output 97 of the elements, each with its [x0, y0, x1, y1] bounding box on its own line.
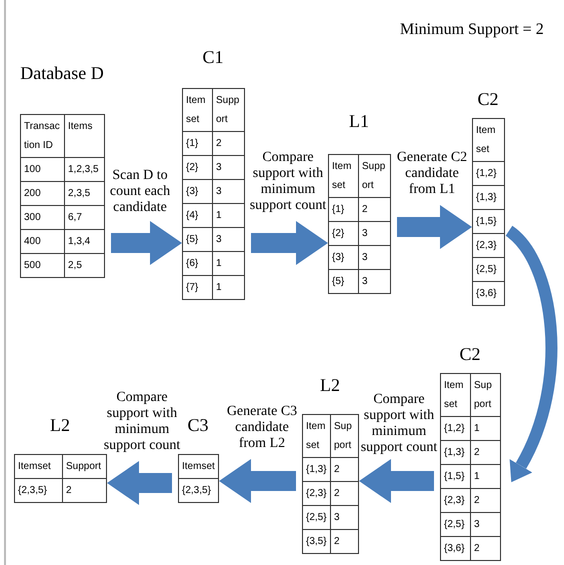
table-heading: C1: [201, 46, 224, 68]
header-cell: Transaction ID: [20, 114, 64, 158]
table-cell: 2: [470, 440, 500, 464]
table-cell: {2,3,5}: [178, 478, 218, 502]
table-cell: {1}: [182, 132, 212, 156]
curved-arrow: [505, 226, 558, 483]
table-cell: {2}: [182, 156, 212, 180]
header-cell: Support: [470, 374, 500, 416]
table-cell: {2,5}: [472, 258, 504, 282]
table-cell: 3: [212, 156, 244, 180]
table-heading: C2: [458, 343, 482, 365]
header-cell: Items: [64, 114, 104, 158]
table-cell: 3: [212, 180, 244, 204]
table-cell: {2,3}: [472, 234, 504, 258]
header-cell: Support: [358, 154, 390, 198]
table-cell: 6,7: [64, 206, 104, 230]
table-cell: {2,3,5}: [14, 478, 62, 502]
table-cell: {1,2}: [472, 162, 504, 186]
table-cell: {2,3}: [440, 488, 470, 512]
table-cell: 1,2,3,5: [64, 158, 104, 182]
table-cell: 3: [212, 228, 244, 252]
block-arrow: [219, 459, 296, 503]
table-cell: 300: [20, 206, 64, 230]
edge-label: Compare support with minimum support count: [248, 150, 328, 214]
table-cell: 3: [358, 222, 390, 246]
header-cell: Itemset: [14, 454, 62, 478]
header-cell: Support: [212, 88, 244, 132]
block-arrow: [251, 221, 328, 265]
table-cell: 1: [212, 252, 244, 276]
table-cell: 2: [358, 198, 390, 222]
table-heading: Database D: [20, 62, 104, 84]
table-cell: 500: [20, 254, 64, 278]
table-cell: 2: [62, 478, 106, 502]
table-cell: {3}: [182, 180, 212, 204]
table-cell: {2,3}: [302, 482, 330, 506]
table-cell: 400: [20, 230, 64, 254]
header-cell: Item set: [182, 88, 212, 132]
table-cell: {1,3}: [440, 440, 470, 464]
table-cell: 2,3,5: [64, 182, 104, 206]
table-cell: {2,5}: [302, 506, 330, 530]
header-cell: Item set: [440, 374, 470, 416]
table-cell: {1}: [328, 198, 358, 222]
table-cell: {7}: [182, 276, 212, 300]
table-cell: 1: [212, 204, 244, 228]
table-cell: 1: [470, 464, 500, 488]
block-arrow: [397, 205, 472, 249]
table-cell: {5}: [182, 228, 212, 252]
table-cell: 200: [20, 182, 64, 206]
header-cell: Support: [330, 414, 358, 458]
table-cell: 100: [20, 158, 64, 182]
table-cell: 2: [470, 488, 500, 512]
table-heading: L2: [319, 374, 341, 396]
header-cell: Item set: [328, 154, 358, 198]
table-cell: {1,3}: [472, 186, 504, 210]
header-cell: Support: [62, 454, 106, 478]
table-cell: {5}: [328, 270, 358, 294]
edge-label: Generate C3 candidate from L2: [226, 404, 298, 452]
edge-label: Compare support with minimum support count: [102, 390, 182, 454]
table-cell: {1,5}: [472, 210, 504, 234]
table-heading: L2: [49, 414, 71, 436]
edge-label: Scan D to count each candidate: [108, 168, 172, 216]
table-cell: 3: [330, 506, 358, 530]
table-cell: {1,2}: [440, 416, 470, 440]
table-cell: 3: [358, 246, 390, 270]
table-cell: {1,5}: [440, 464, 470, 488]
table-heading: C2: [476, 88, 500, 110]
table-cell: 1: [212, 276, 244, 300]
table-cell: {6}: [182, 252, 212, 276]
edge-label: Generate C2 candidate from L1: [396, 150, 468, 198]
block-arrow: [111, 221, 182, 265]
table-cell: 1,3,4: [64, 230, 104, 254]
block-arrow: [107, 461, 172, 505]
block-arrow: [359, 459, 434, 503]
table-cell: 2: [330, 458, 358, 482]
table-cell: {3}: [328, 246, 358, 270]
header-cell: Itemset: [178, 454, 218, 478]
table-cell: 2: [212, 132, 244, 156]
table-cell: 2: [470, 536, 500, 560]
table-cell: 3: [358, 270, 390, 294]
table-cell: 2: [330, 482, 358, 506]
table-cell: 3: [470, 512, 500, 536]
header-cell: Item set: [472, 118, 504, 162]
table-cell: {2,5}: [440, 512, 470, 536]
table-cell: 2: [330, 530, 358, 554]
table-cell: {3,6}: [472, 282, 504, 306]
table-cell: 2,5: [64, 254, 104, 278]
table-cell: {3,6}: [440, 536, 470, 560]
edge-label: Compare support with minimum support count: [360, 392, 438, 456]
table-cell: {2}: [328, 222, 358, 246]
table-heading: L1: [348, 110, 370, 132]
table-heading: C3: [186, 414, 210, 436]
table-cell: {1,3}: [302, 458, 330, 482]
table-cell: {3,5}: [302, 530, 330, 554]
table-cell: {4}: [182, 204, 212, 228]
note-text: Minimum Support = 2: [400, 22, 544, 38]
header-cell: Item set: [302, 414, 330, 458]
table-cell: 1: [470, 416, 500, 440]
